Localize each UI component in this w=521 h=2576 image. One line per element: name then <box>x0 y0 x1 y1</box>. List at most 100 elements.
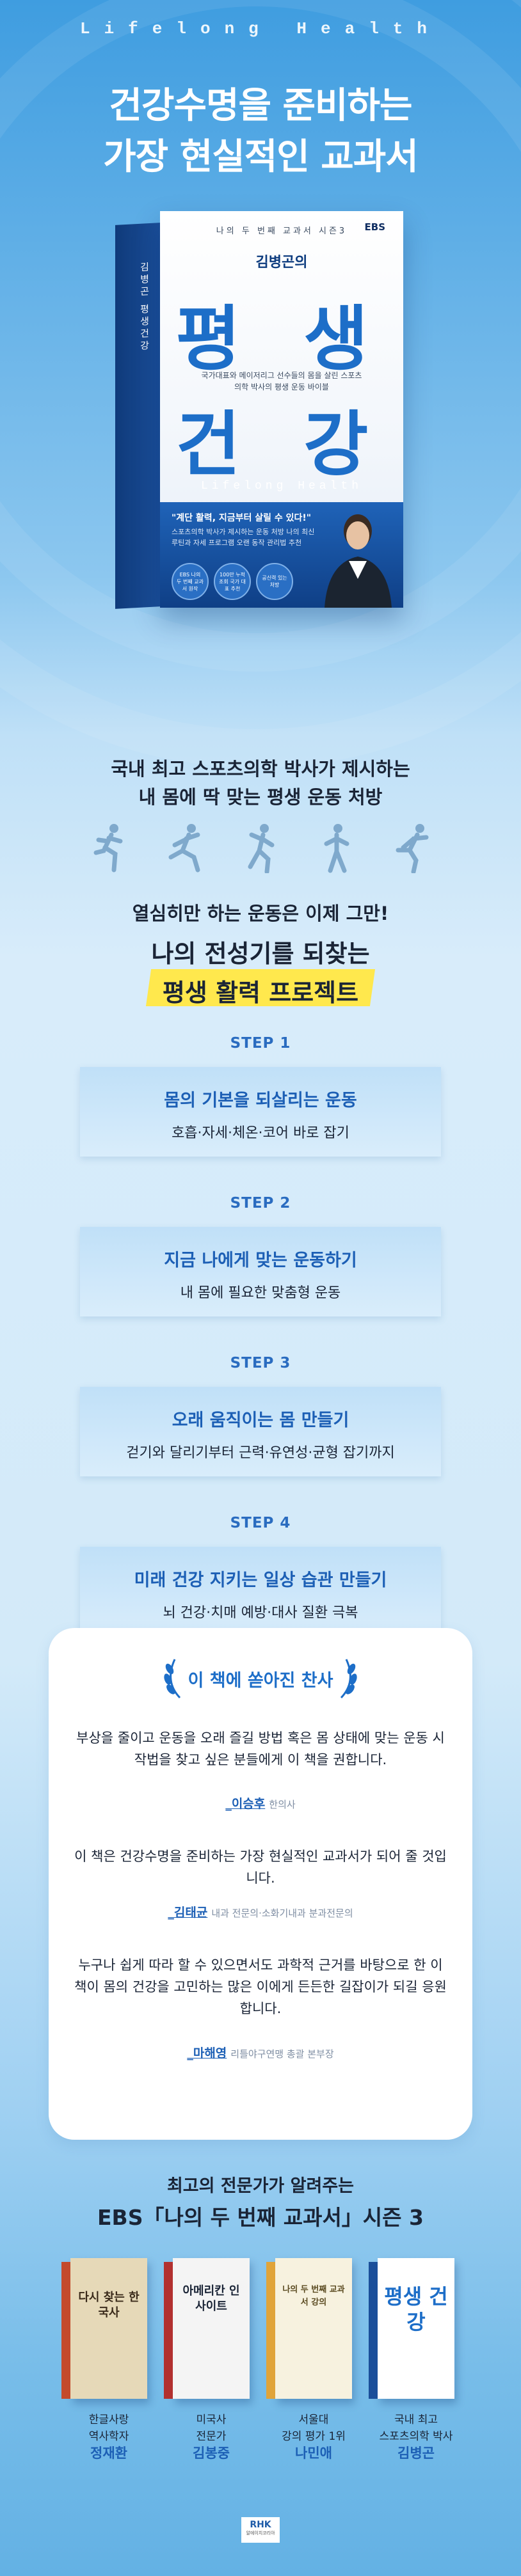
step-label: STEP 4 <box>230 1515 291 1531</box>
runner-icon <box>248 824 275 873</box>
book-spine: 김병곤 평생건강 <box>115 223 160 609</box>
step-title: 오래 움직이는 몸 만들기 <box>172 1410 349 1430</box>
series-caption-name: 김봉중 <box>193 2446 230 2461</box>
step-card: 몸의 기본을 되살리는 운동 호흡·자세·체온·코어 바로 잡기 <box>80 1067 441 1157</box>
runner-icon <box>168 824 200 873</box>
book-cover-image: 김병곤 평생건강 나의 두 번째 교과서 시즌3 EBS 김병곤의 평 생 국가… <box>115 211 403 609</box>
step-card: 미래 건강 지키는 일상 습관 만들기 뇌 건강·치매 예방·대사 질환 극복 <box>80 1547 441 1636</box>
step-label: STEP 1 <box>230 1035 291 1052</box>
praise-text: 부상을 줄이고 운동을 오래 즐길 방법 혹은 몸 상태에 맞는 운동 시작법을… <box>76 1730 445 1767</box>
cover-title-1: 평 생 <box>175 298 388 380</box>
runner-icon <box>93 824 123 873</box>
series-book-spine <box>369 2262 378 2399</box>
cover-subtitle: 국가대표와 메이저리그 선수들의 몸을 살린 스포츠의학 박사의 평생 운동 바… <box>201 371 362 391</box>
series-book-spine <box>61 2262 70 2399</box>
laurel-left-icon <box>164 1659 181 1699</box>
series-line-1: 최고의 전문가가 알려주는 <box>166 2176 355 2196</box>
series-book: 아메리칸 인사이트 <box>164 2258 250 2399</box>
step-label: STEP 3 <box>230 1355 291 1371</box>
publisher-sub: 알에이치코리아 <box>246 2531 275 2536</box>
praise-name: _이승후 <box>225 1797 266 1811</box>
series-caption-1: 미국사 <box>196 2414 227 2426</box>
series-book-title: 평생 건강 <box>384 2284 448 2334</box>
headline-2: 가장 현실적인 교과서 <box>103 136 419 178</box>
publisher-logo-text: RHK <box>250 2520 271 2530</box>
praise-text: 이 책은 건강수명을 준비하는 가장 현실적인 교과서가 되어 줄 것입니다. <box>74 1849 447 1886</box>
intro-line-1: 열심히만 하는 운동은 이제 그만! <box>132 903 389 924</box>
cover-english: Lifelong Health <box>200 480 363 493</box>
step-desc: 호흡·자세·체온·코어 바로 잡기 <box>172 1125 349 1141</box>
praise-name: _김태균 <box>168 1906 208 1920</box>
series-book-spine <box>266 2262 275 2399</box>
step-desc: 내 몸에 필요한 맞춤형 운동 <box>180 1285 341 1301</box>
series-caption-2: 역사학자 <box>88 2430 129 2443</box>
series-caption: 한글사랑 역사학자 정재환 <box>61 2412 157 2463</box>
series-caption: 서울대 강의 평가 1위 나민애 <box>266 2412 362 2463</box>
praise-role: 한의사 <box>269 1799 296 1810</box>
praise-card: 이 책에 쏟아진 찬사 부상을 줄이고 운동을 오래 즐길 방법 혹은 몸 상태… <box>49 1628 472 2140</box>
runner-icons <box>90 822 431 873</box>
series-book: 나의 두 번째 교과서 강의 <box>266 2258 352 2399</box>
series-book-title: 아메리칸 인사이트 <box>182 2284 240 2313</box>
step-title: 몸의 기본을 되살리는 운동 <box>164 1091 357 1110</box>
series-caption-1: 서울대 <box>298 2414 329 2426</box>
step-card: 오래 움직이는 몸 만들기 걷기와 달리기부터 근력·유연성·균형 잡기까지 <box>80 1387 441 1476</box>
cover-quote: "계단 활력, 지금부터 살릴 수 있다!" <box>172 513 312 523</box>
series-book: 평생 건강 <box>369 2258 454 2399</box>
intro-line-3: 평생 활력 프로젝트 <box>162 979 359 1007</box>
tagline-line-1: 국내 최고 스포츠의학 박사가 제시하는 <box>111 758 410 780</box>
author-photo <box>325 514 392 608</box>
publisher-logo: RHK 알에이치코리아 <box>241 2517 280 2543</box>
step-desc: 뇌 건강·치매 예방·대사 질환 극복 <box>163 1605 358 1621</box>
praise-text: 누구나 쉽게 따라 할 수 있으면서도 과학적 근거를 바탕으로 한 이 책이 … <box>74 1957 447 2016</box>
runner-icon <box>324 824 349 873</box>
cover-author: 김병곤의 <box>255 255 308 271</box>
cover-lower-band: "계단 활력, 지금부터 살릴 수 있다!" 스포츠의학 박사가 제시하는 운동… <box>160 502 403 608</box>
cover-series: 나의 두 번째 교과서 시즌3 <box>216 226 348 236</box>
series-book: 다시 찾는 한국사 <box>61 2258 147 2399</box>
series-caption: 미국사 전문가 김봉중 <box>163 2412 259 2463</box>
tagline-line-2: 내 몸에 딱 맞는 평생 운동 처방 <box>138 786 383 808</box>
series-caption-name: 정재환 <box>90 2446 127 2461</box>
ebs-logo: EBS <box>364 221 385 233</box>
praise-title: 이 책에 쏟아진 찬사 <box>188 1671 333 1691</box>
series-book-title: 다시 찾는 한국사 <box>78 2291 140 2319</box>
series-caption-name: 나민애 <box>295 2446 332 2461</box>
cover-badge: 100만 누적 조회 국가 대표 추천 <box>214 563 251 600</box>
intro-line-2: 나의 전성기를 되찾는 <box>151 940 370 968</box>
series-books: 다시 찾는 한국사 한글사랑 역사학자 정재환 아메리칸 인사이트 미국사 전문… <box>61 2258 461 2461</box>
praise-role: 리틀야구연맹 총괄 본부장 <box>230 2048 334 2060</box>
praise-name: _마해영 <box>187 2046 227 2060</box>
series-caption-1: 국내 최고 <box>394 2414 438 2426</box>
book-front: 나의 두 번째 교과서 시즌3 EBS 김병곤의 평 생 국가대표와 메이저리그… <box>160 211 403 608</box>
laurel-right-icon <box>340 1659 357 1699</box>
series-caption-1: 한글사랑 <box>88 2414 129 2426</box>
step-title: 미래 건강 지키는 일상 습관 만들기 <box>134 1570 387 1590</box>
series-caption-2: 스포츠의학 박사 <box>379 2430 453 2443</box>
cover-badges: EBS 나의 두 번째 교과서 원작 100만 누적 조회 국가 대표 추천 공… <box>172 563 293 600</box>
step-label: STEP 2 <box>230 1195 291 1212</box>
series-caption-2: 전문가 <box>196 2430 227 2443</box>
step-card: 지금 나에게 맞는 운동하기 내 몸에 필요한 맞춤형 운동 <box>80 1227 441 1316</box>
top-line: Lifelong Health <box>79 19 442 38</box>
series-line-2: EBS「나의 두 번째 교과서」시즌 3 <box>97 2205 424 2230</box>
step-title: 지금 나에게 맞는 운동하기 <box>164 1251 357 1270</box>
tagline: 국내 최고 스포츠의학 박사가 제시하는 내 몸에 딱 맞는 평생 운동 처방 <box>0 755 521 811</box>
series-book-spine <box>164 2262 173 2399</box>
cover-title-2: 건 강 <box>175 404 388 486</box>
step-desc: 걷기와 달리기부터 근력·유연성·균형 잡기까지 <box>126 1445 395 1461</box>
spine-title: 김병곤 평생건강 <box>138 261 150 353</box>
cover-badge: 공신력 있는 처방 <box>256 563 293 600</box>
series-book-title: 나의 두 번째 교과서 강의 <box>282 2285 345 2307</box>
series-caption-name: 김병곤 <box>397 2446 435 2461</box>
series-caption-2: 강의 평가 1위 <box>282 2430 346 2443</box>
runner-icon <box>396 824 429 873</box>
headline-1: 건강수명을 준비하는 <box>109 85 412 127</box>
series-caption: 국내 최고 스포츠의학 박사 김병곤 <box>368 2412 464 2463</box>
cover-desc: 스포츠의학 박사가 제시하는 운동 처방 나의 최신 루틴과 자세 프로그램 오… <box>172 528 315 547</box>
cover-badge: EBS 나의 두 번째 교과서 원작 <box>172 563 209 600</box>
